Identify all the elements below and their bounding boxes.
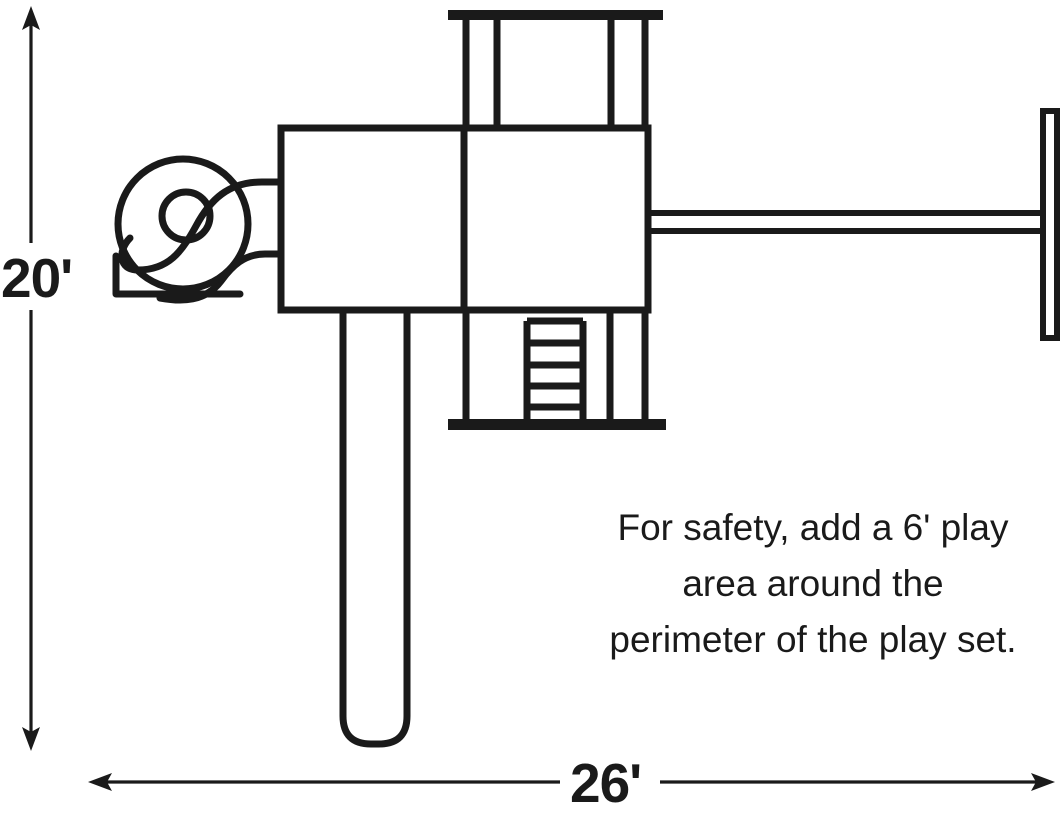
vertical-dimension-group: 20' bbox=[1, 6, 73, 751]
spiral-slide-arm-lower bbox=[156, 250, 285, 304]
safety-note-line-1: For safety, add a 6' play bbox=[618, 507, 1009, 548]
vertical-dimension-arrowhead-top bbox=[22, 6, 40, 30]
safety-note-line-2: area around the bbox=[682, 563, 943, 604]
main-deck-group bbox=[277, 124, 652, 314]
spiral-slide-exit-chute bbox=[112, 252, 244, 298]
upper-tower-cap-rail bbox=[448, 10, 663, 20]
straight-slide-chute bbox=[339, 307, 411, 748]
vertical-dimension-label: 20' bbox=[1, 247, 72, 309]
safety-note-group: For safety, add a 6' play area around th… bbox=[609, 507, 1016, 660]
lower-frame-bottom-rail bbox=[448, 419, 666, 430]
horizontal-dimension-arrowhead-right bbox=[1031, 773, 1055, 791]
vertical-dimension-arrowhead-bottom bbox=[22, 727, 40, 751]
spiral-slide-outer-circle bbox=[114, 155, 252, 293]
horizontal-dimension-group: 26' bbox=[88, 752, 1055, 814]
spiral-slide-hub-circle bbox=[158, 188, 214, 244]
lower-frame-group bbox=[448, 310, 666, 430]
spiral-slide-group bbox=[112, 155, 285, 304]
swing-beam-end-post bbox=[1040, 108, 1060, 341]
spiral-slide-arm-upper bbox=[118, 178, 285, 274]
safety-note-line-3: perimeter of the play set. bbox=[609, 619, 1016, 660]
upper-tower-group bbox=[448, 10, 663, 129]
straight-slide-group bbox=[339, 307, 411, 748]
swing-beam-group bbox=[648, 108, 1060, 341]
horizontal-dimension-label: 26' bbox=[570, 752, 641, 814]
horizontal-dimension-arrowhead-left bbox=[88, 773, 112, 791]
